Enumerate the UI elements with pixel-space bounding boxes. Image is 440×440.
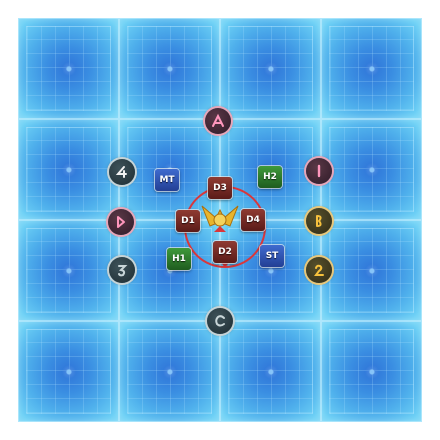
floor-tile [119,18,220,119]
floor-tile [18,18,119,119]
player-marker-d2: D2 [213,241,237,263]
waymark-1-icon [306,158,332,184]
floor-tile [119,321,220,422]
floor-tile [321,321,422,422]
player-marker-d4: D4 [241,209,265,231]
floor-tile [18,321,119,422]
player-marker-d1: D1 [176,210,200,232]
waymark-c-icon [207,308,233,334]
player-marker-h2: H2 [258,166,282,188]
arena-floor [18,18,422,422]
floor-tile [321,119,422,220]
floor-tile [220,220,321,321]
player-marker-h1: H1 [167,248,191,270]
floor-tile [321,18,422,119]
waymark-2-icon [306,257,332,283]
golden-boss-emblem-icon [201,205,239,232]
floor-tile [321,220,422,321]
waymark-3-icon [109,257,135,283]
waymark-a-icon [205,108,231,134]
waymark-d-icon [108,209,134,235]
player-marker-mt: MT [155,169,179,191]
player-marker-d3: D3 [208,177,232,199]
floor-tile [220,119,321,220]
floor-tile [220,321,321,422]
floor-tile [220,18,321,119]
floor-tile [119,220,220,321]
waymark-4-icon [109,159,135,185]
waymark-b-icon [306,208,332,234]
floor-tile [18,220,119,321]
player-marker-st: ST [260,245,284,267]
floor-tile [18,119,119,220]
